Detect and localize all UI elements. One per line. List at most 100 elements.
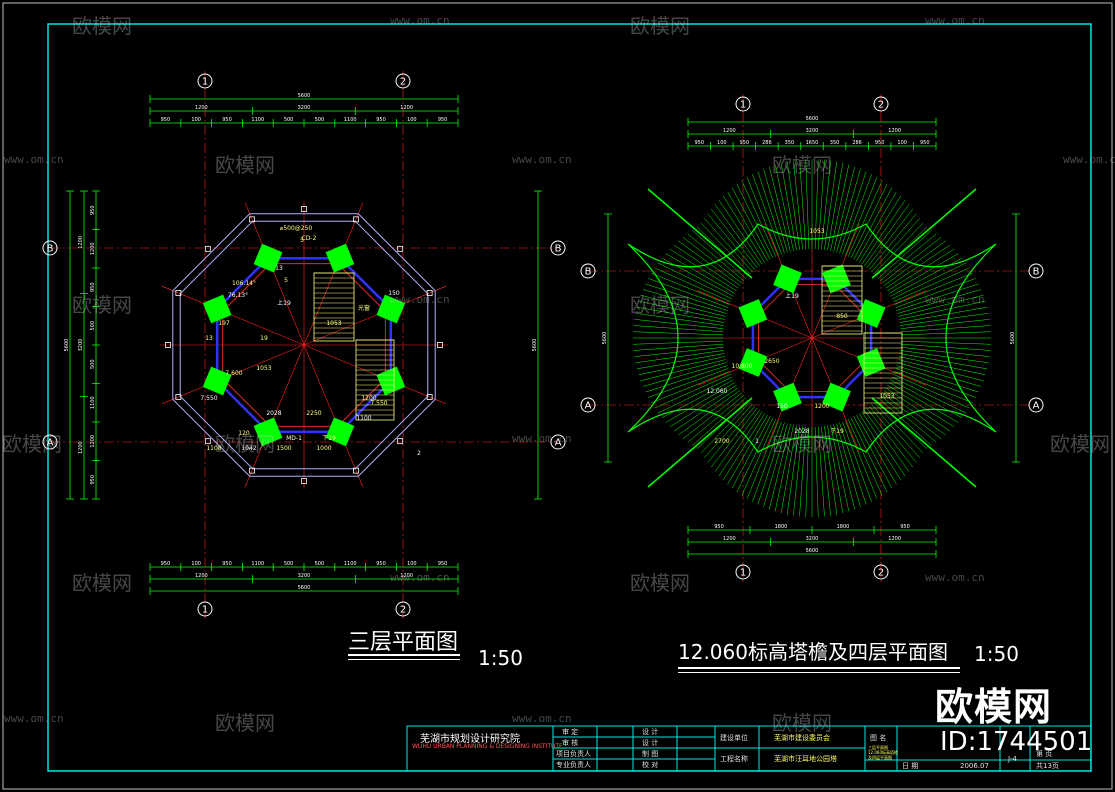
drawing-line	[722, 413, 766, 481]
railing-post	[353, 467, 359, 474]
dimension-label: 1500	[276, 445, 291, 452]
dimension-label: 120	[238, 430, 250, 437]
drawing-line	[850, 417, 888, 493]
drawing-line	[780, 162, 797, 251]
axis-bubble	[580, 397, 596, 413]
drawing-line	[880, 233, 937, 281]
drawing-line	[763, 168, 788, 253]
drawing-line	[858, 195, 902, 263]
drawing-line	[633, 331, 724, 336]
drawing-line	[845, 420, 878, 499]
roof-eave-outline	[627, 223, 997, 453]
drawing-line	[799, 159, 807, 250]
drawing-line	[877, 230, 932, 279]
axis-label: B	[555, 244, 562, 255]
date-label: 日 期	[902, 762, 919, 770]
dimension-label: 5600	[64, 339, 70, 352]
drawing-line	[669, 248, 737, 292]
dimension-label: 150	[776, 403, 788, 410]
railing-post	[249, 216, 255, 223]
axis-label: 2	[400, 605, 406, 616]
drawing-line	[678, 390, 741, 436]
drawing-line	[850, 183, 888, 259]
drawing-line	[885, 387, 951, 432]
drawing-line	[642, 289, 727, 314]
axis-label: 2	[878, 100, 884, 111]
drawing-line	[731, 187, 771, 260]
dimension-label: 3200	[298, 573, 311, 579]
dimension-label: 上19	[277, 299, 291, 307]
drawing-line	[821, 160, 831, 250]
drawing-line	[727, 414, 768, 485]
drawing-line	[842, 421, 872, 502]
railing-post	[301, 478, 307, 484]
page-label: 第 页	[1036, 750, 1053, 758]
dimension-label: 1100	[251, 561, 264, 567]
railing-post	[249, 467, 255, 474]
drawing-line	[736, 417, 774, 493]
drawing-line	[303, 285, 447, 346]
drawing-line	[718, 199, 763, 265]
drawing-line	[636, 306, 725, 323]
drawing-line	[636, 353, 725, 370]
dimension-label: 10.800	[732, 363, 753, 370]
firm-name: 芜湖市规划设计研究院	[420, 734, 520, 745]
dimension-label: 19	[260, 335, 268, 342]
drawing-line	[746, 177, 779, 256]
drawing-line	[161, 344, 305, 405]
drawing-name-value: 三层平面图 12.060标高塔檐及四层平面图	[868, 745, 898, 760]
drawing-line	[871, 188, 977, 279]
drawing-line	[752, 174, 782, 255]
drawing-line	[642, 362, 727, 387]
drawing-line	[244, 202, 305, 346]
dimension-label: 1100	[344, 561, 357, 567]
drawing-line	[669, 384, 737, 428]
dimension-label: ⌀500@250	[280, 225, 313, 232]
drawing-line	[741, 419, 777, 496]
drawing-line	[888, 253, 959, 294]
axis-bubble	[42, 434, 58, 450]
drawing-line	[654, 267, 731, 303]
column-block	[738, 348, 768, 377]
balcony-outline	[172, 213, 436, 477]
drawing-line	[900, 312, 989, 326]
drawing-line	[858, 413, 902, 481]
role-design-2: 设 计	[642, 739, 659, 747]
dimension-label: 100	[407, 117, 417, 123]
dimension-label: 950	[161, 561, 171, 567]
drawing-line	[638, 300, 725, 320]
drawing-line	[244, 344, 305, 488]
dimension-label: 950	[376, 561, 386, 567]
axis-label: A	[1033, 401, 1040, 412]
drawing-line	[827, 425, 844, 514]
drawing-line	[814, 159, 819, 250]
drawing-line	[722, 195, 766, 263]
dimension-label: 1053	[326, 320, 341, 327]
drawing-line	[647, 188, 753, 279]
date-value: 2006.07	[960, 762, 989, 770]
drawing-line	[899, 306, 988, 323]
drawing-line	[893, 373, 970, 409]
dimension-label: 1200	[90, 242, 96, 255]
drawing-line	[654, 373, 731, 409]
left-title-underline	[348, 654, 460, 656]
drawing-line	[898, 295, 984, 317]
drawing-line	[640, 295, 726, 317]
drawing-line	[891, 376, 967, 414]
railing-post	[204, 438, 211, 445]
drawing-line	[714, 204, 760, 267]
drawing-line	[678, 240, 741, 286]
drawing-line	[887, 384, 955, 428]
axis-bubble	[735, 96, 751, 112]
dimension-label: 1200	[888, 128, 901, 134]
column-block	[325, 243, 355, 273]
drawing-line	[661, 379, 734, 419]
dimension-label: 13	[275, 265, 283, 272]
dimension-label: 7.550	[200, 395, 217, 402]
dimension-label: 500	[284, 117, 294, 123]
drawing-line	[824, 426, 838, 515]
drawing-line	[780, 425, 797, 514]
axis-bubble	[1028, 263, 1044, 279]
axis-label: A	[47, 438, 54, 449]
